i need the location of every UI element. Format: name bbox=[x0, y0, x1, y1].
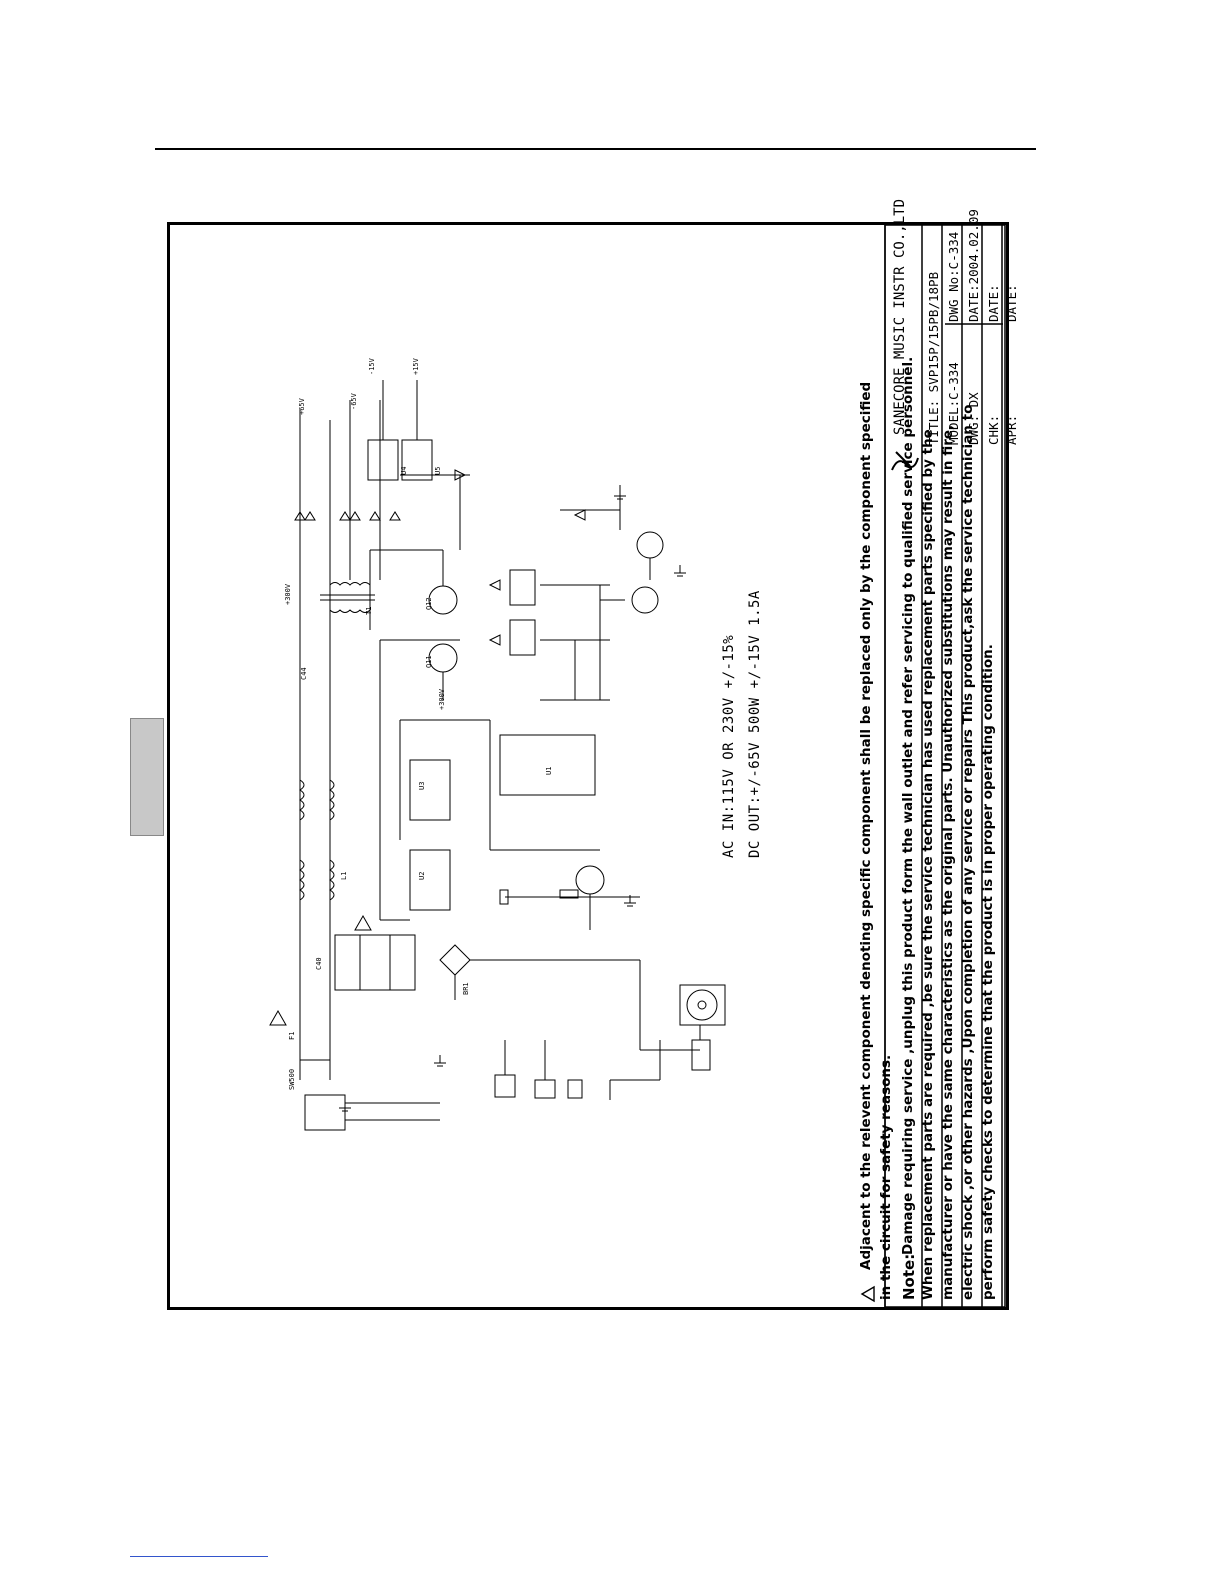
caution-triangle-f1 bbox=[269, 1009, 287, 1026]
caution-triangle-t1 bbox=[354, 914, 372, 931]
tb-apr: APR: bbox=[1004, 414, 1019, 445]
note-line-3: manufacturer or have the same characteri… bbox=[940, 424, 956, 1300]
label-u1: U1 bbox=[545, 766, 553, 775]
label-l1: L1 bbox=[340, 871, 348, 880]
label-u3: U3 bbox=[418, 781, 426, 790]
optocoupler-led bbox=[631, 586, 659, 614]
transistor-q1 bbox=[575, 865, 605, 895]
label-u5: U5 bbox=[434, 466, 442, 475]
u3-regulator bbox=[409, 759, 451, 821]
label-t1: T1 bbox=[365, 606, 373, 615]
tb-date1: DATE:2004.02.09 bbox=[966, 209, 981, 322]
label-c44: C44 bbox=[300, 667, 308, 680]
caution-triangle-note bbox=[860, 1285, 875, 1303]
label-p65: +65V bbox=[298, 398, 306, 415]
note-line-4: electric shock ,or other hazards ,Upon c… bbox=[960, 404, 976, 1300]
title-block bbox=[884, 224, 1006, 1308]
note-line-2: When replacement parts are required ,be … bbox=[920, 429, 936, 1300]
note-line-1: Damage requiring service ,unplug this pr… bbox=[900, 356, 916, 1255]
tb-chk: CHK: bbox=[986, 414, 1001, 445]
company-logo-icon bbox=[891, 451, 919, 471]
label-br1: BR1 bbox=[462, 982, 470, 995]
tb-date2: DATE: bbox=[986, 284, 1001, 322]
footer-link-underline[interactable] bbox=[130, 1556, 268, 1557]
tb-title: TITLE: SVP15P/15PB/18PB bbox=[926, 271, 941, 445]
spec-ac-in: AC IN:115V OR 230V +/-15% bbox=[721, 634, 737, 858]
mosfet-q11 bbox=[428, 643, 458, 673]
label-m65: -65V bbox=[350, 393, 358, 410]
note-line-5: perform safety checks to determine that … bbox=[980, 644, 996, 1300]
optocoupler-transistor bbox=[636, 531, 664, 559]
label-q12: Q12 bbox=[425, 597, 433, 610]
ac-inlet bbox=[304, 1094, 346, 1131]
u2-regulator bbox=[409, 849, 451, 911]
label-p300b: +300V bbox=[438, 688, 446, 710]
label-u2: U2 bbox=[418, 871, 426, 880]
note-safety-2: in the circuit for safety reasons. bbox=[878, 1054, 894, 1300]
tb-dwg-no: DWG No:C-334 bbox=[946, 231, 961, 322]
header-rule bbox=[155, 148, 1036, 150]
bridge-rectifier bbox=[439, 944, 471, 976]
tb-model: MODEL:C-334 bbox=[946, 362, 961, 445]
fan-icon bbox=[679, 984, 726, 1026]
tb-dwg: DWG: DX bbox=[966, 392, 981, 445]
mosfet-q12 bbox=[428, 585, 458, 615]
side-tab[interactable] bbox=[130, 718, 164, 836]
tb-company: SANECORE MUSIC INSTR CO.,LTD bbox=[892, 198, 908, 435]
label-p300: +300V bbox=[284, 583, 292, 605]
schematic-frame bbox=[167, 222, 1009, 1310]
spec-dc-out: DC OUT:+/-65V 500W +/-15V 1.5A bbox=[747, 590, 763, 858]
tb-date3: DATE: bbox=[1004, 284, 1019, 322]
u4-regulator bbox=[367, 439, 399, 481]
u1-pwm-ic bbox=[499, 734, 596, 796]
label-u4: U4 bbox=[400, 466, 408, 475]
label-m15: -15V bbox=[368, 358, 376, 375]
label-c40: C40 bbox=[315, 957, 323, 970]
label-f1: F1 bbox=[288, 1031, 296, 1040]
label-p15: +15V bbox=[412, 358, 420, 375]
note-heading: Note: bbox=[900, 1253, 918, 1300]
label-sw: SW500 bbox=[288, 1068, 296, 1090]
label-q11: Q11 bbox=[425, 655, 433, 668]
note-safety-1: Adjacent to the relevent component denot… bbox=[858, 381, 874, 1270]
